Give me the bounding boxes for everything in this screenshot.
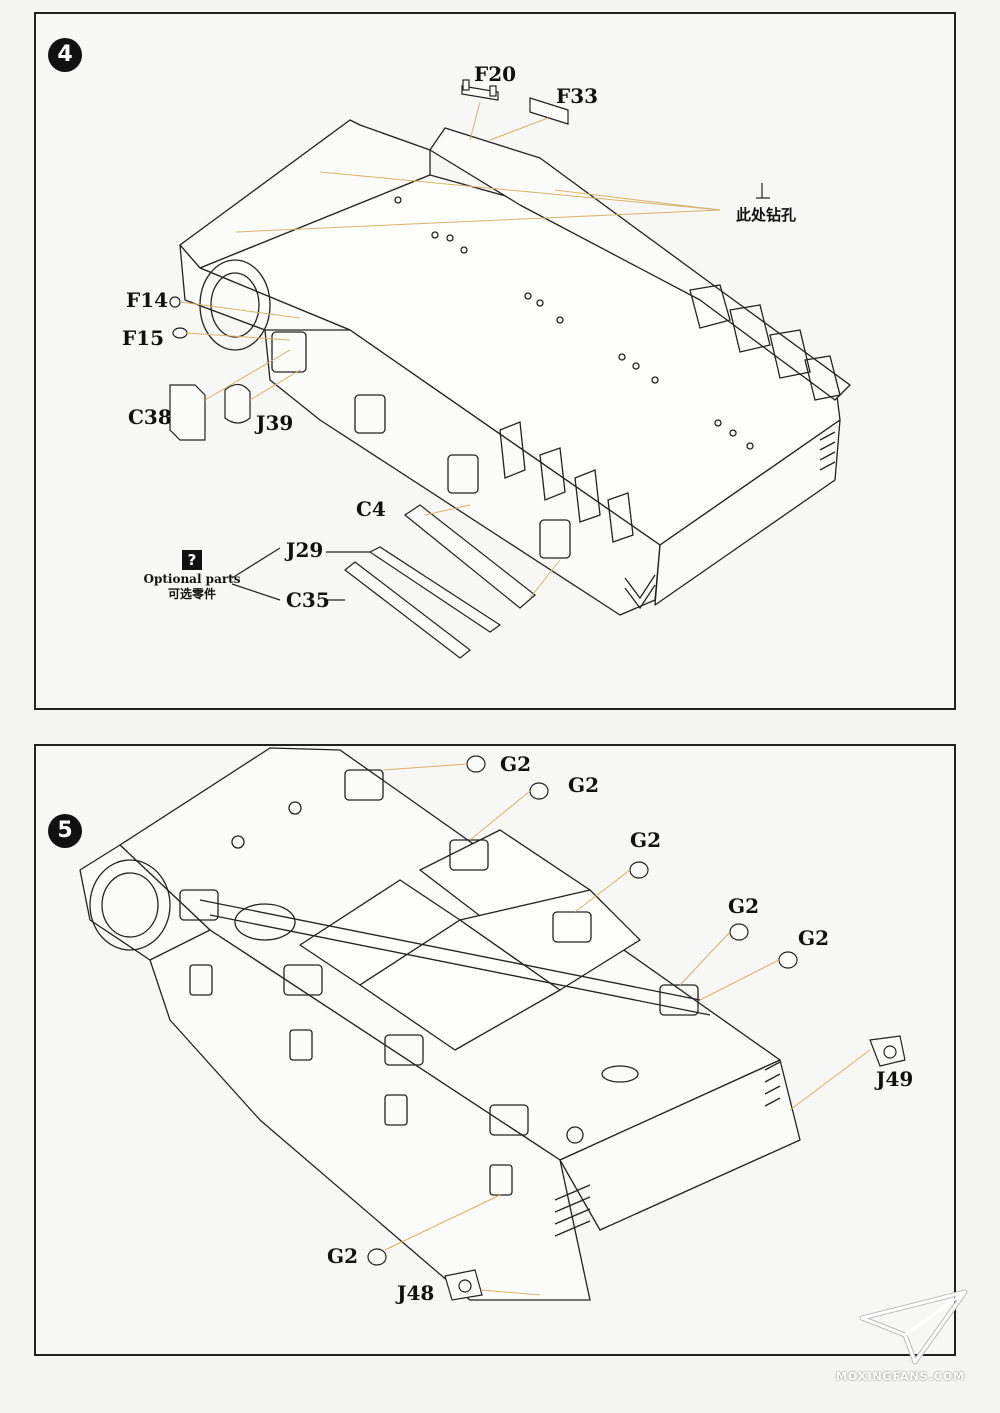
part-g2-f: [367, 1248, 387, 1266]
hull-side-wall: [149, 929, 591, 1301]
optional-parts-label-cn: 可选零件: [167, 587, 216, 601]
watermark-text: MOXINGFANS.COM: [836, 1370, 966, 1383]
label-g2-c: G2: [630, 828, 661, 852]
label-j49: J49: [876, 1067, 914, 1091]
hull-right-wedge: [654, 419, 841, 606]
part-c38: [169, 384, 206, 441]
label-g2-f: G2: [327, 1244, 358, 1268]
part-c35: [344, 561, 471, 659]
label-j29: J29: [286, 538, 324, 562]
label-g2-d: G2: [728, 894, 759, 918]
label-j48: J48: [397, 1281, 435, 1305]
optional-parts-label: Optional parts 可选零件: [140, 572, 244, 602]
label-f15: F15: [122, 326, 165, 350]
optional-parts-label-en: Optional parts: [143, 572, 241, 586]
label-c4: C4: [356, 497, 386, 521]
paper-plane-icon: [859, 1289, 968, 1365]
label-f14: F14: [126, 288, 169, 312]
drill-hole-note: 此处钻孔: [736, 206, 797, 224]
step-4-badge: 4: [48, 38, 82, 72]
label-f33: F33: [556, 84, 599, 108]
label-c38: C38: [128, 405, 172, 429]
label-f20: F20: [474, 62, 517, 86]
part-c4: [403, 504, 536, 609]
step-5-badge: 5: [48, 814, 82, 848]
label-g2-e: G2: [798, 926, 829, 950]
label-g2-b: G2: [568, 773, 599, 797]
part-j29: [368, 546, 502, 633]
label-c35: C35: [286, 588, 330, 612]
label-j39: J39: [256, 411, 294, 435]
optional-parts-icon: ?: [182, 550, 202, 570]
hull-rear-wedge: [559, 1059, 801, 1231]
part-f20: [461, 85, 499, 101]
label-g2-a: G2: [500, 752, 531, 776]
step-4-drawing: [169, 79, 851, 659]
hull-lower-side: [264, 329, 661, 616]
part-j39: [224, 383, 251, 424]
part-f33: [529, 97, 569, 125]
hull-right-side: [429, 127, 851, 401]
